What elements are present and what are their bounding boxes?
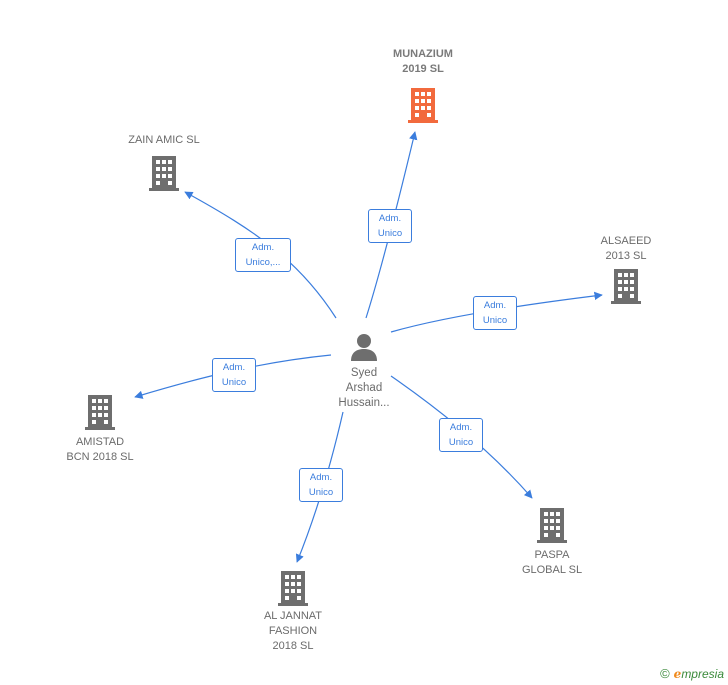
company-name: PASPA GLOBAL SL <box>521 549 583 576</box>
company-name: AL JANNAT FASHION 2018 SL <box>263 610 323 652</box>
edge-label-line2: Unico <box>308 487 334 498</box>
company-name: ZAIN AMIC SL <box>128 134 200 146</box>
edge-label-line1: Adm. <box>378 213 402 224</box>
edge-label-line2: Unico <box>482 315 508 326</box>
building-icon <box>611 269 641 304</box>
edge-to-munazium <box>365 131 418 319</box>
company-name: MUNAZIUM 2019 SL <box>393 48 453 75</box>
company-name: AMISTAD BCN 2018 SL <box>66 436 134 463</box>
edge-label-line1: Adm. <box>483 300 507 311</box>
building-icon <box>278 571 308 606</box>
brand-logo: empresia <box>674 667 724 681</box>
brand-name: mpresia <box>681 666 724 681</box>
copyright-footer: © empresia <box>660 666 724 681</box>
edge-label-line2: Unico,... <box>245 257 281 268</box>
edge-label-line1: Adm. <box>449 422 473 433</box>
person-name: Syed Arshad Hussain... <box>338 367 390 409</box>
company-node-amistad[interactable]: AMISTAD BCN 2018 SL <box>48 393 152 465</box>
edge-label-line2: Unico <box>377 228 403 239</box>
copyright-icon: © <box>660 666 670 681</box>
edge-label-alsaeed[interactable]: Adm. Unico <box>473 296 517 330</box>
building-icon <box>149 156 179 191</box>
edge-label-paspa[interactable]: Adm. Unico <box>439 418 483 452</box>
building-icon <box>408 88 438 123</box>
building-icon <box>85 395 115 430</box>
edge-label-munazium[interactable]: Adm. Unico <box>368 209 412 243</box>
edge-label-line1: Adm. <box>309 472 333 483</box>
person-icon <box>351 334 377 361</box>
building-icon <box>537 508 567 543</box>
brand-initial: e <box>673 666 682 681</box>
company-node-zain[interactable]: ZAIN AMIC SL <box>110 133 218 192</box>
company-node-munazium[interactable]: MUNAZIUM 2019 SL <box>371 47 475 124</box>
edge-label-line1: Adm. <box>251 242 275 253</box>
edge-label-line2: Unico <box>221 377 247 388</box>
edge-label-line1: Adm. <box>222 362 246 373</box>
edge-label-zain[interactable]: Adm. Unico,... <box>235 238 291 272</box>
edge-label-line2: Unico <box>448 437 474 448</box>
company-node-alsaeed[interactable]: ALSAEED 2013 SL <box>578 234 674 305</box>
company-name: ALSAEED 2013 SL <box>600 235 652 262</box>
company-node-paspa[interactable]: PASPA GLOBAL SL <box>504 506 600 578</box>
company-node-aljannat[interactable]: AL JANNAT FASHION 2018 SL <box>245 569 341 654</box>
person-node[interactable]: Syed Arshad Hussain... <box>324 332 404 411</box>
edge-label-amistad[interactable]: Adm. Unico <box>212 358 256 392</box>
edge-label-aljannat[interactable]: Adm. Unico <box>299 468 343 502</box>
